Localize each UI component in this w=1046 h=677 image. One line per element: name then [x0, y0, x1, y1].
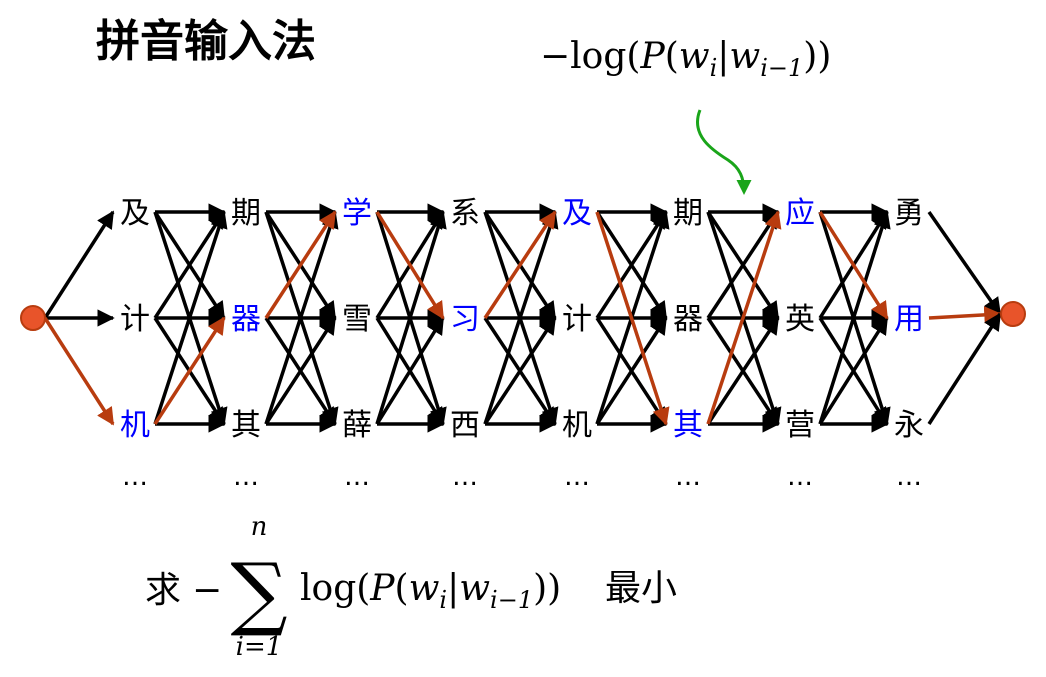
- path-edge: [928, 306, 1002, 324]
- character-node: 营: [785, 408, 815, 443]
- lattice-edge: [264, 210, 339, 425]
- node-background: [339, 194, 375, 230]
- lattice-edge: [818, 316, 889, 425]
- path-edge: [375, 211, 445, 320]
- lattice-edge: [927, 312, 1002, 425]
- ellipsis: …: [787, 462, 813, 492]
- ellipsis: …: [122, 462, 148, 492]
- node-background: [117, 300, 153, 336]
- node-background: [117, 194, 153, 230]
- bottom-formula-suffix: 最小: [605, 568, 677, 609]
- path-edge: [264, 210, 337, 319]
- character-node: 勇: [894, 196, 924, 231]
- node-background: [447, 300, 483, 336]
- node-background: [670, 194, 706, 230]
- selected-character-node: 学: [342, 196, 372, 231]
- bottom-formula-minus: −: [192, 570, 222, 611]
- top-formula: −log(P(wi|wi−1)): [540, 36, 831, 82]
- node-background: [782, 406, 818, 442]
- node-background: [228, 406, 264, 442]
- path-edge: [818, 211, 889, 320]
- node-background: [782, 194, 818, 230]
- character-node: 西: [450, 408, 480, 443]
- bottom-formula-qiu: 求: [145, 570, 181, 611]
- character-node: 永: [894, 408, 924, 443]
- selected-character-node: 及: [562, 196, 592, 231]
- node-background: [891, 194, 927, 230]
- ellipsis-row: … … … … … … … …: [122, 462, 922, 492]
- lattice-edge: [375, 316, 445, 425]
- character-node: 期: [231, 196, 261, 231]
- summation-lower-limit: i=1: [236, 632, 283, 662]
- node-background: [891, 300, 927, 336]
- node-background: [670, 300, 706, 336]
- lattice-edge: [43, 210, 115, 319]
- node-background: [891, 406, 927, 442]
- node-background: [559, 300, 595, 336]
- character-node: 机: [562, 408, 592, 443]
- path-edge: [153, 316, 226, 425]
- selected-character-node: 其: [673, 408, 703, 443]
- bottom-formula: 求 − n ∑ i=1 log(P(wi|wi−1)) 最小: [145, 512, 677, 662]
- node-background: [228, 300, 264, 336]
- summation-upper-limit: n: [251, 512, 268, 542]
- node-background: [559, 194, 595, 230]
- lattice-nodes: 及计机 期器其 学雪薛 系习西 及计机 期器其 应英营 勇用永: [117, 194, 927, 443]
- character-node: 薛: [342, 408, 372, 443]
- lattice-edge: [153, 210, 228, 425]
- node-background: [782, 300, 818, 336]
- selected-character-node: 机: [120, 408, 150, 443]
- lattice-edge: [927, 211, 1002, 316]
- end-node: [1000, 301, 1026, 327]
- node-background: [447, 194, 483, 230]
- summation-sigma: ∑: [230, 546, 287, 639]
- ellipsis: …: [233, 462, 259, 492]
- character-node: 计: [562, 302, 592, 337]
- node-background: [228, 194, 264, 230]
- character-node: 系: [450, 196, 480, 231]
- selected-character-node: 习: [450, 302, 480, 337]
- green-annotation-arrow: [696, 109, 752, 195]
- ellipsis: …: [564, 462, 590, 492]
- path-edge: [483, 210, 557, 319]
- node-background: [339, 300, 375, 336]
- lattice-edge: [706, 316, 780, 425]
- character-node: 期: [673, 196, 703, 231]
- node-background: [339, 406, 375, 442]
- node-background: [447, 406, 483, 442]
- character-node: 英: [785, 302, 815, 337]
- ellipsis: …: [896, 462, 922, 492]
- bottom-formula-expression: log(P(wi|wi−1)): [300, 568, 561, 614]
- selected-character-node: 用: [894, 302, 924, 337]
- selected-character-node: 应: [785, 196, 815, 231]
- lattice-edge: [483, 316, 557, 425]
- start-node: [20, 305, 46, 331]
- character-node: 计: [120, 302, 150, 337]
- character-node: 器: [673, 302, 703, 337]
- character-node: 雪: [342, 302, 372, 337]
- character-node: 及: [120, 196, 150, 231]
- character-node: 其: [231, 408, 261, 443]
- path-edge: [595, 211, 670, 426]
- selected-character-node: 器: [231, 302, 261, 337]
- path-edge: [43, 317, 115, 426]
- lattice-edge: [483, 210, 559, 425]
- top-formula-prefix: −log(: [540, 36, 640, 77]
- ellipsis: …: [675, 462, 701, 492]
- node-background: [117, 406, 153, 442]
- node-background: [670, 406, 706, 442]
- lattice-edge: [595, 316, 668, 425]
- lattice-edges: [43, 203, 1002, 433]
- node-background: [559, 406, 595, 442]
- svg-text:−log(P(wi|wi−1)): −log(P(wi|wi−1)): [540, 36, 831, 82]
- page-title: 拼音输入法: [96, 16, 316, 67]
- lattice-edge: [818, 210, 891, 425]
- lattice-edge: [375, 210, 447, 425]
- ellipsis: …: [344, 462, 370, 492]
- lattice-edge: [264, 316, 337, 425]
- path-edge: [706, 210, 782, 425]
- ellipsis: …: [452, 462, 478, 492]
